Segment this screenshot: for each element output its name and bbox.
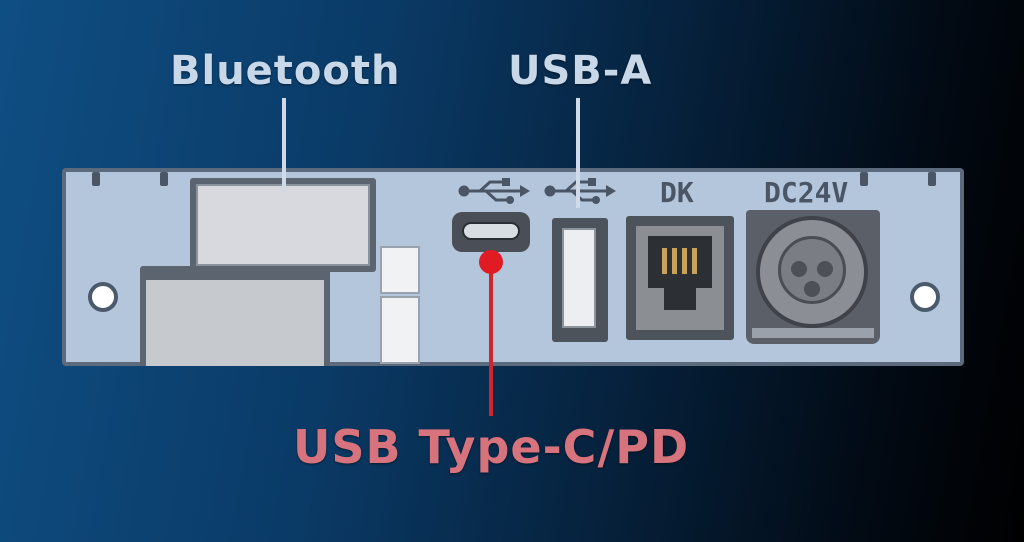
dc-connector-socket [778,236,846,304]
usb-a-label: USB-A [508,48,653,94]
panel-tick [860,172,868,186]
switch-block-lower [380,296,420,364]
switch-block [380,246,420,364]
jack-pin [682,248,687,274]
bluetooth-module-face [196,184,370,266]
dc-pinhole [791,261,807,277]
dc24v-power-port [746,210,880,344]
dk-port-label: DK [660,176,694,209]
bluetooth-leader-line [282,98,286,188]
usb-type-c-pd-label: USB Type-C/PD [293,420,690,474]
dc-connector-ring [756,216,868,328]
jack-pin [692,248,697,274]
dc-pinhole [817,261,833,277]
panel-tick [928,172,936,186]
usb-c-leader-line [489,258,493,416]
usb-type-c-slot [462,222,520,240]
usb-a-port [552,218,608,342]
rj-jack-body [636,226,724,330]
dk-drawer-kick-port [626,216,734,340]
switch-block-upper [380,246,420,294]
jack-pin [672,248,677,274]
rj-jack-cavity [648,236,712,288]
usb-c-highlight-dot [479,250,503,274]
mounting-hole-left [88,282,118,312]
panel-tick [92,172,100,186]
dc24v-port-label: DC24V [764,176,849,209]
interface-slot [140,266,330,366]
mounting-hole-right [910,282,940,312]
usb-a-leader-line [576,98,580,208]
usb-type-c-port [452,212,530,252]
usb-symbol-icon [544,178,616,204]
dc-connector-base [752,328,874,338]
panel-tick [160,172,168,186]
bluetooth-module [190,178,376,272]
usb-a-slot [562,228,596,328]
bluetooth-label: Bluetooth [170,48,401,94]
interface-slot-face [146,280,324,366]
rj-jack-notch [664,288,696,310]
dc-pinhole [804,281,820,297]
usb-symbol-icon [458,178,530,204]
jack-pin [662,248,667,274]
